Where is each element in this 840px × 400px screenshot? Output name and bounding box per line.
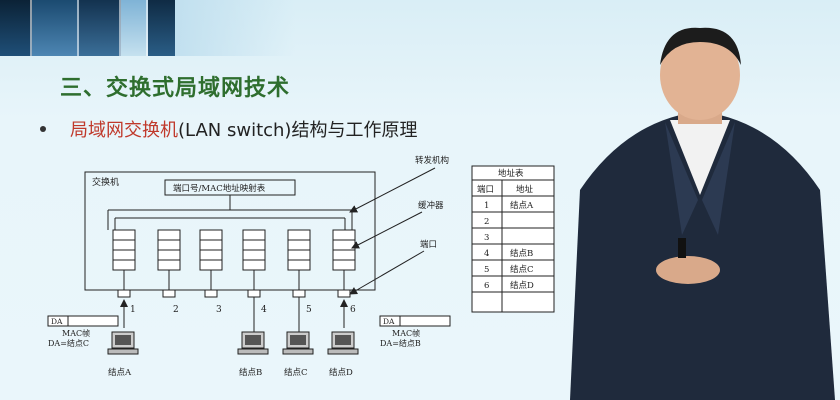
table-cell: 结点D <box>510 280 534 291</box>
table-header: 端口 <box>477 184 494 195</box>
presenter-head <box>660 30 740 120</box>
address-table-title: 地址表 <box>498 168 524 179</box>
port-connector <box>247 270 261 298</box>
clicker-remote <box>678 238 686 258</box>
port-connector <box>337 270 351 298</box>
table-cell: 4 <box>484 249 489 259</box>
slide-subtitle: 局域网交换机(LAN switch)结构与工作原理 <box>70 116 417 142</box>
slide-title: 三、交换式局域网技术 <box>60 76 291 101</box>
buffer-label: 缓冲器 <box>418 200 444 211</box>
port-number: 4 <box>261 305 267 315</box>
presenter-lapel <box>702 122 735 235</box>
forwarding-label: 转发机构 <box>415 155 449 166</box>
header-banner-fade <box>175 0 295 56</box>
bullet-icon <box>40 126 46 132</box>
table-cell: 结点A <box>510 200 534 211</box>
port-number: 6 <box>350 305 356 315</box>
table-cell: 结点C <box>510 264 534 275</box>
table-cell: 结点B <box>510 248 533 259</box>
buffer <box>112 229 136 271</box>
frame-da: DA <box>383 317 395 326</box>
table-cell: 5 <box>484 265 489 275</box>
frame-label: MAC帧 <box>392 328 420 338</box>
port-connector <box>117 270 131 298</box>
port-number: 1 <box>130 305 136 315</box>
table-cell: 1 <box>484 201 489 211</box>
switch-box <box>84 171 376 291</box>
buffer-arrow <box>351 211 423 249</box>
computer-icon <box>327 331 359 355</box>
buffer <box>287 229 311 271</box>
buffer <box>332 229 356 271</box>
buffer <box>199 229 223 271</box>
buffer <box>157 229 181 271</box>
presenter-shirt <box>670 120 730 195</box>
presenter-suit <box>570 115 835 400</box>
port-number: 5 <box>306 305 312 315</box>
address-table: 地址表 端口 地址 1 结点A 2 3 4 结点B 5 结点C 6 结点D <box>471 165 555 313</box>
computer-icon <box>237 331 269 355</box>
frame-label: MAC帧 <box>62 328 90 338</box>
forwarding-arrow <box>349 167 436 213</box>
frame-dest: DA=结点C <box>48 338 89 348</box>
port-annotation-label: 端口 <box>420 239 437 250</box>
header-banner-image <box>0 0 175 56</box>
table-cell: 6 <box>484 281 489 291</box>
subtitle-rest: (LAN switch)结构与工作原理 <box>178 120 418 141</box>
presenter-hands <box>656 256 720 284</box>
port-number: 3 <box>216 305 222 315</box>
presenter-hair <box>660 27 741 65</box>
port-arrow <box>349 250 425 295</box>
table-cell: 3 <box>484 233 489 243</box>
switch-diagram: 交换机 端口号/MAC地址映射表 1 2 3 4 5 6 转发机构 缓冲器 端口 <box>47 155 555 378</box>
frame-dest: DA=结点B <box>380 338 421 348</box>
node-label: 结点B <box>239 367 262 378</box>
node-label: 结点A <box>108 367 132 378</box>
node-label: 结点D <box>329 367 353 378</box>
map-table-label: 端口号/MAC地址映射表 <box>173 183 266 194</box>
computer-icon <box>107 331 139 355</box>
buffer <box>242 229 266 271</box>
mac-frame-right: DA MAC帧 DA=结点B <box>379 315 451 348</box>
computer-icon <box>282 331 314 355</box>
subtitle-highlight: 局域网交换机 <box>70 120 178 141</box>
port-connector <box>162 270 176 298</box>
port-connector <box>292 270 306 298</box>
node-label: 结点C <box>284 367 308 378</box>
presenter-lapel <box>665 122 698 235</box>
presenter-figure <box>570 27 835 400</box>
table-header: 地址 <box>516 184 534 195</box>
table-cell: 2 <box>484 217 489 227</box>
port-connector <box>204 270 218 298</box>
mac-frame-left: DA MAC帧 DA=结点C <box>47 315 119 348</box>
frame-da: DA <box>51 317 63 326</box>
switch-label: 交换机 <box>92 176 119 188</box>
port-number: 2 <box>173 305 179 315</box>
